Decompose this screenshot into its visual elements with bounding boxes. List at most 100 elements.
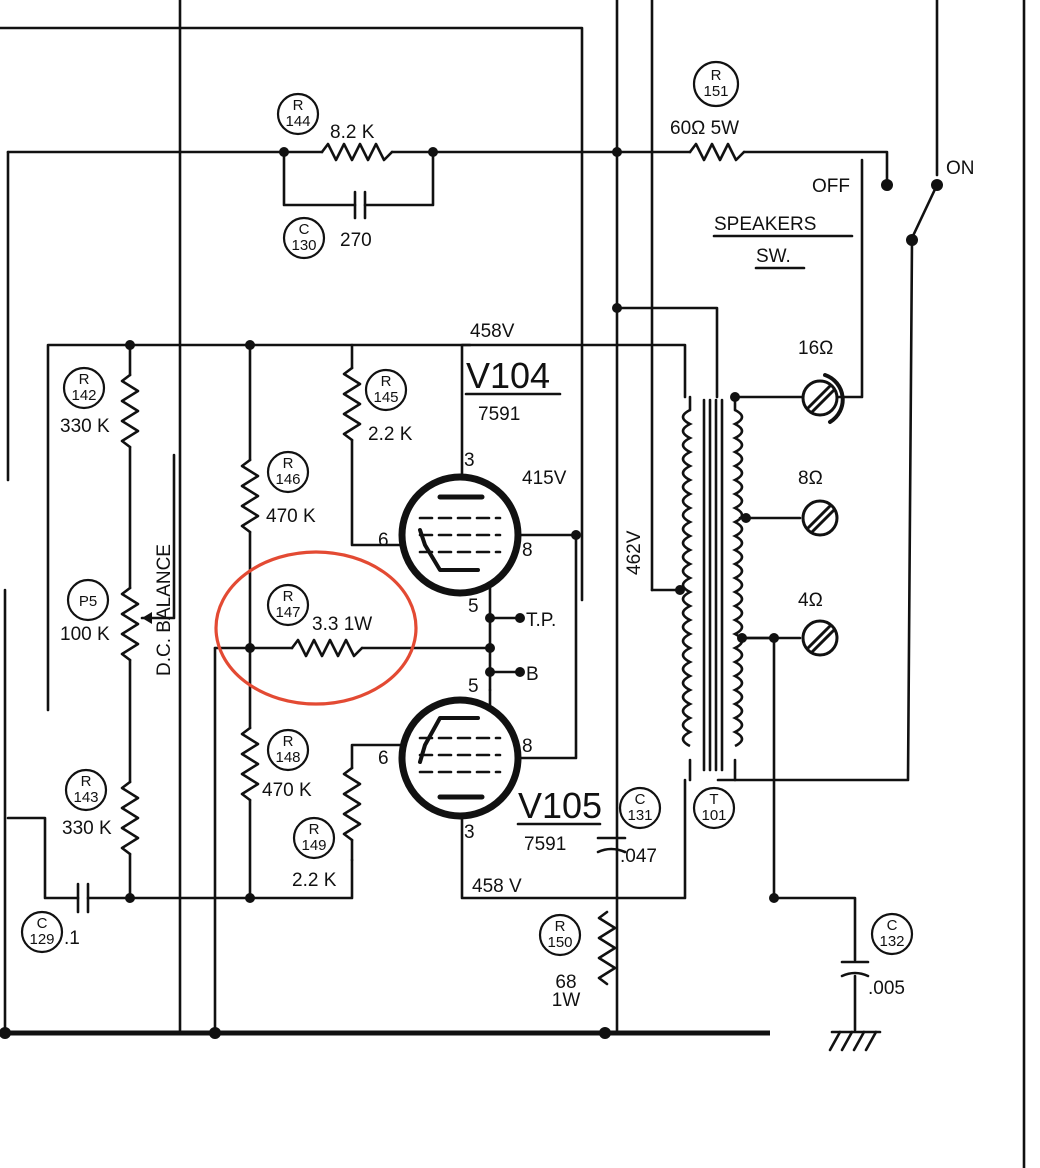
v104-plate-voltage: 458V [470, 321, 515, 342]
tube-v105 [398, 696, 522, 820]
test-point-label: T.P. [526, 610, 556, 631]
svg-text:60Ω 5W: 60Ω 5W [670, 118, 739, 139]
wire [86, 858, 354, 900]
label-p5: P5 100 K [60, 578, 110, 645]
v105-pin-grid: 6 [378, 748, 389, 769]
label-r151: R 151 60Ω 5W [670, 60, 739, 139]
v104-pin-cathode: 5 [468, 596, 479, 617]
wire [738, 158, 864, 399]
svg-text:100 K: 100 K [60, 624, 110, 645]
svg-text:149: 149 [301, 837, 326, 854]
tap-4-label: 4Ω [798, 590, 823, 611]
capacitor-c131-plate [596, 847, 627, 854]
label-r143: R 143 330 K [62, 768, 112, 839]
v104-pin-plate: 3 [464, 450, 475, 471]
switch-off-label: OFF [812, 176, 850, 197]
resistor-r145 [342, 366, 362, 442]
switch-label-line2: SW. [756, 246, 791, 267]
svg-text:129: 129 [29, 931, 54, 948]
wire [742, 150, 889, 187]
v105-pin-screen: 8 [522, 736, 533, 757]
label-c130: C 130 270 [282, 216, 372, 260]
wire [0, 26, 584, 602]
terminal-8-ohm [801, 499, 839, 537]
svg-text:R: R [555, 918, 566, 935]
svg-text:R: R [79, 371, 90, 388]
svg-text:R: R [283, 455, 294, 472]
wire [140, 453, 176, 620]
wire [282, 150, 357, 207]
ground-hatch [840, 1030, 854, 1052]
label-t101: T 101 [692, 786, 736, 830]
wire [350, 743, 412, 770]
svg-text:101: 101 [701, 807, 726, 824]
svg-text:132: 132 [879, 933, 904, 950]
svg-text:150: 150 [547, 934, 572, 951]
v104-pin-grid: 6 [378, 530, 389, 551]
svg-text:151: 151 [703, 83, 728, 100]
svg-text:470 K: 470 K [262, 780, 312, 801]
label-r144: R 144 8.2 K [276, 92, 375, 143]
wire [350, 438, 412, 547]
ground-hatch [828, 1030, 842, 1052]
resistor-r146 [240, 458, 260, 534]
svg-text:3.3 1W: 3.3 1W [312, 614, 372, 635]
svg-text:68: 68 [555, 972, 576, 993]
wiper-arrow [142, 612, 152, 624]
svg-text:R: R [711, 67, 722, 84]
switch-on-label: ON [946, 158, 975, 179]
output-transformer [681, 395, 744, 782]
resistor-r149 [342, 766, 362, 842]
label-r146: R 146 470 K [266, 450, 316, 527]
test-point-b-label: B [526, 664, 539, 685]
wire [363, 150, 435, 207]
svg-text:R: R [283, 733, 294, 750]
capacitor-c132-plate [840, 971, 870, 978]
switch-blade [910, 183, 939, 240]
transformer-voltage: 462V [624, 530, 645, 575]
resistor-r142 [120, 373, 140, 449]
v104-name: V104 [466, 355, 550, 396]
svg-text:143: 143 [73, 789, 98, 806]
svg-text:2.2 K: 2.2 K [292, 870, 337, 891]
svg-text:T: T [709, 791, 718, 808]
wire [46, 343, 472, 712]
resistor-r144 [320, 142, 394, 162]
wire [460, 778, 687, 900]
svg-text:.005: .005 [868, 978, 905, 999]
tap-16-label: 16Ω [798, 338, 833, 359]
svg-text:R: R [293, 97, 304, 114]
svg-text:8.2 K: 8.2 K [330, 122, 375, 143]
wire [6, 816, 80, 900]
svg-text:1W: 1W [552, 990, 581, 1011]
svg-text:C: C [37, 915, 48, 932]
label-c132: C 132 .005 [868, 912, 914, 999]
terminal-16-ohm [801, 373, 845, 424]
resistor-r143 [120, 780, 140, 856]
svg-text:R: R [381, 373, 392, 390]
resistor-r147 [290, 638, 364, 658]
v105-plate-voltage: 458 V [472, 876, 522, 897]
svg-text:P5: P5 [79, 593, 97, 610]
svg-text:147: 147 [275, 604, 300, 621]
junction-dots [0, 147, 943, 1039]
svg-text:145: 145 [373, 389, 398, 406]
svg-text:2.2 K: 2.2 K [368, 424, 413, 445]
v105-type: 7591 [524, 834, 566, 855]
svg-text:C: C [635, 791, 646, 808]
v105-name: V105 [518, 785, 602, 826]
svg-text:131: 131 [627, 807, 652, 824]
label-r142: R 142 330 K [60, 366, 110, 437]
v105-pin-plate: 3 [464, 822, 475, 843]
wire [460, 343, 687, 492]
svg-text:130: 130 [291, 237, 316, 254]
v104-screen-voltage: 415V [522, 468, 567, 489]
svg-text:.1: .1 [64, 928, 80, 949]
label-r147: R 147 3.3 1W [266, 583, 372, 635]
svg-text:R: R [283, 588, 294, 605]
tube-v104 [398, 473, 522, 597]
svg-text:148: 148 [275, 749, 300, 766]
label-r149: R 149 2.2 K [292, 816, 337, 891]
v104-type: 7591 [478, 404, 520, 425]
switch-label-line1: SPEAKERS [714, 214, 816, 235]
